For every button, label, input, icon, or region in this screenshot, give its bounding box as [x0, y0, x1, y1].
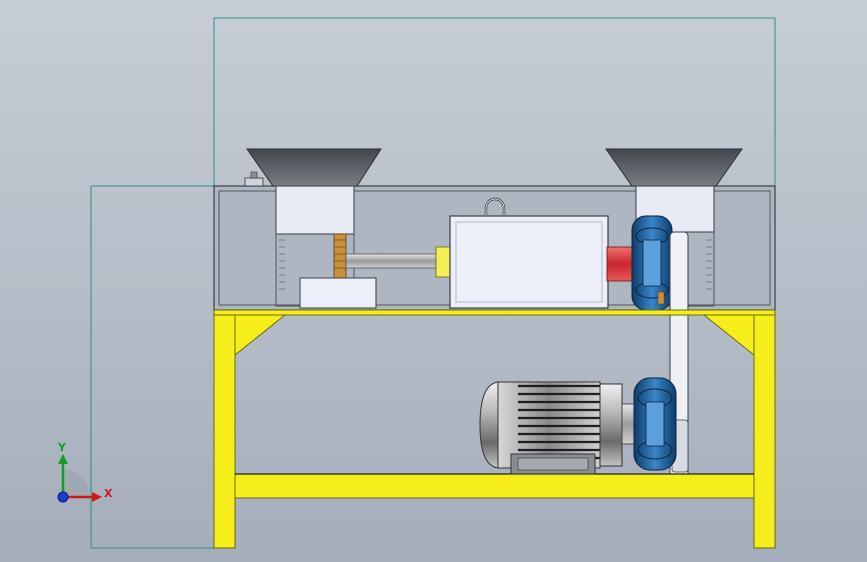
- lower-pulley: [621, 377, 677, 471]
- y-axis-label: Y: [58, 441, 66, 454]
- support-frame: [213, 309, 776, 549]
- pressure-gauge-icon: [244, 171, 264, 187]
- bearing-block: [299, 277, 377, 309]
- electric-motor: [479, 381, 623, 475]
- upper-pulley: [631, 215, 673, 311]
- left-hopper: [246, 148, 382, 307]
- red-coupling: [606, 246, 634, 282]
- main-shaft: [345, 253, 437, 269]
- coordinate-triad-icon: [57, 454, 102, 503]
- shaft-collar: [435, 246, 451, 278]
- x-axis-label: X: [104, 487, 113, 500]
- dimension-lines: [90, 17, 776, 549]
- right-hopper: [605, 148, 743, 307]
- gearbox: [449, 215, 609, 309]
- blade-assembly: [333, 233, 347, 279]
- eye-bolt-icon: [484, 197, 506, 216]
